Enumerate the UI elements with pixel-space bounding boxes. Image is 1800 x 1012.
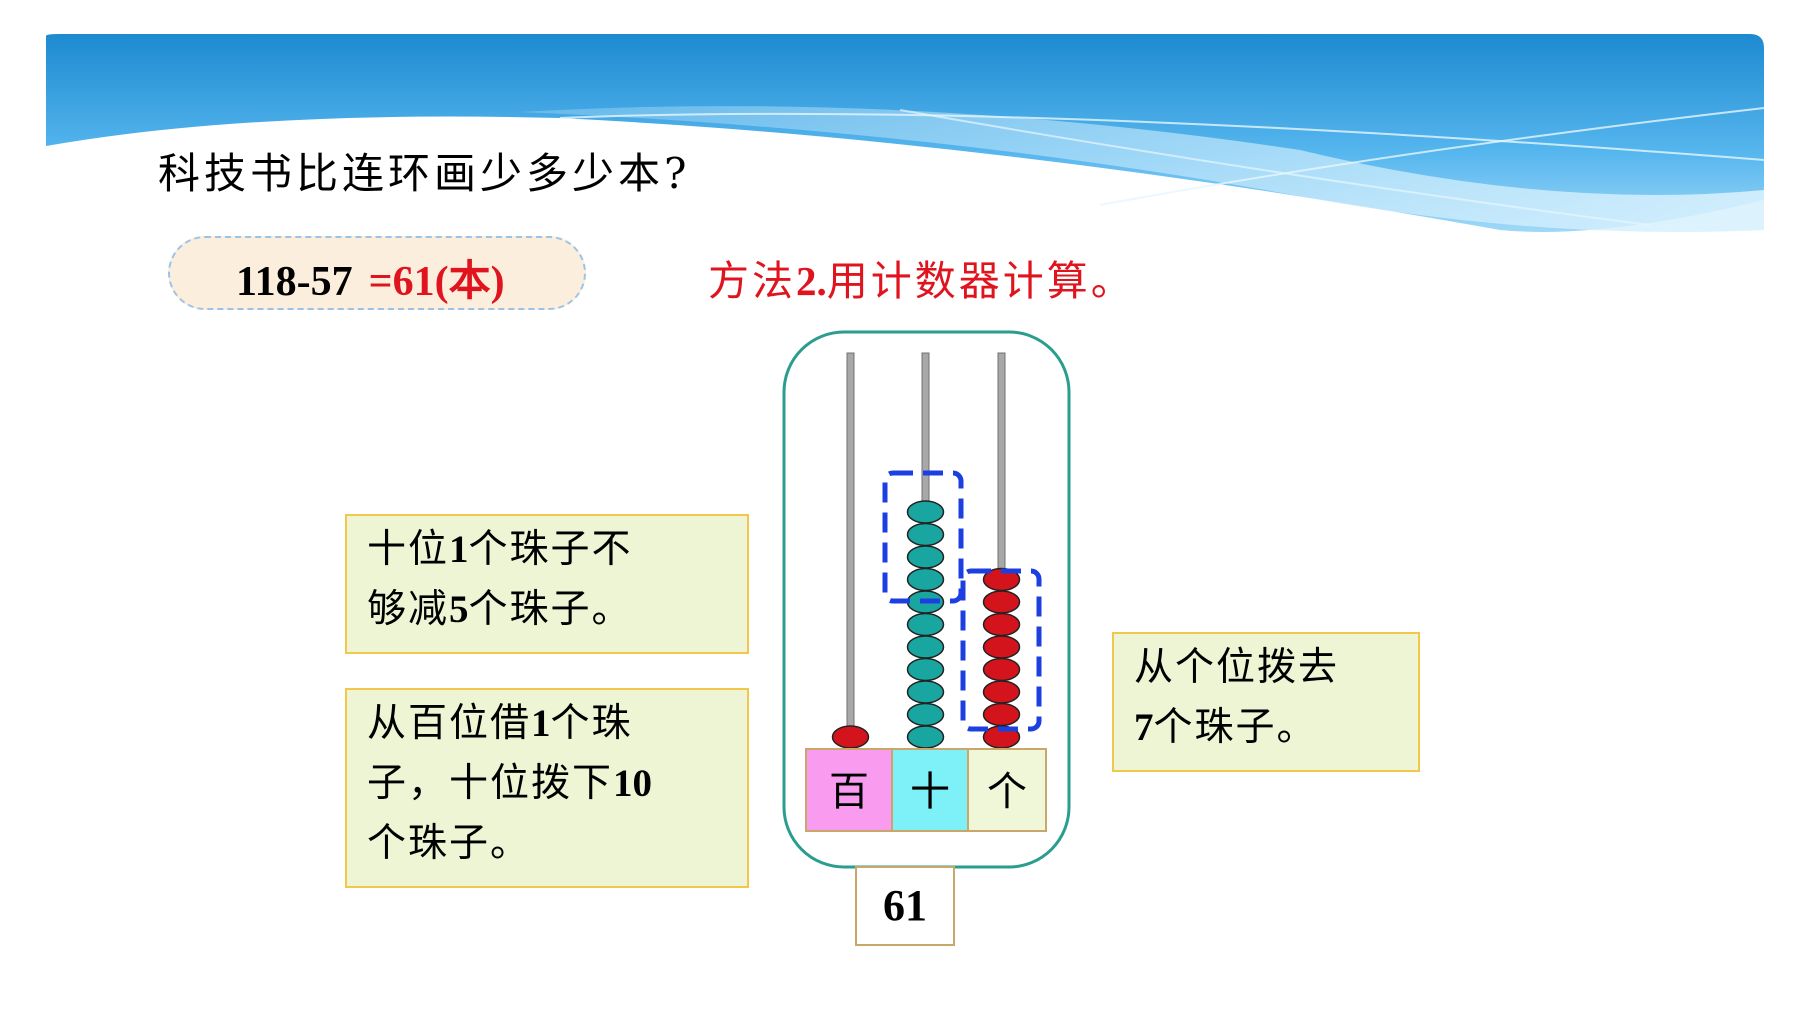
bead-tens <box>906 545 945 569</box>
note-line: 7个珠子。 <box>1134 705 1318 750</box>
label-tens: 十 <box>910 769 950 815</box>
note-line: 够减5个珠子。 <box>367 587 633 632</box>
bead-ones <box>982 635 1021 659</box>
counting-frame: 百 十 个 <box>782 330 1071 869</box>
bead-tens <box>906 725 945 749</box>
equation-pill <box>168 236 586 310</box>
bead-tens <box>906 702 945 727</box>
note-borrow-hundreds: 从百位借1个珠 子，十位拨下10 个珠子。 <box>345 688 749 888</box>
place-value-labels: 百 十 个 <box>805 748 1047 832</box>
method-number: 2. <box>796 258 827 304</box>
method-prefix: 方法 <box>708 257 796 305</box>
note-line: 个珠子。 <box>367 821 532 866</box>
question-text: 科技书比连环画少多少本? <box>158 149 691 198</box>
bead-ones <box>982 680 1021 704</box>
bead-ones <box>982 657 1021 682</box>
bead-tens <box>906 500 945 524</box>
note-line: 从个位拨去 <box>1134 645 1340 690</box>
label-box-hundreds <box>805 748 893 832</box>
label-hundreds: 百 <box>829 769 869 815</box>
label-ones: 个 <box>987 769 1027 815</box>
bead-tens <box>906 522 945 547</box>
tens-borrowed-highlight <box>882 470 964 604</box>
note-line: 从百位借1个珠 <box>367 701 633 746</box>
note-line: 十位1个珠子不 <box>367 527 633 572</box>
note-tens-insufficient: 十位1个珠子不 够减5个珠子。 <box>345 514 749 654</box>
label-box-tens <box>891 748 969 832</box>
note-line: 子，十位拨下10 <box>367 761 653 806</box>
note-remove-ones: 从个位拨去 7个珠子。 <box>1112 632 1420 772</box>
abacus-beads <box>831 500 1021 749</box>
method-title: 方法2.用计数器计算。 <box>708 247 1135 307</box>
bead-ones <box>982 612 1021 637</box>
method-text: 用计数器计算。 <box>826 257 1135 305</box>
bead-tens <box>906 635 945 659</box>
result-box: 61 <box>855 866 955 946</box>
bead-tens <box>906 680 945 704</box>
bead-tens <box>906 612 945 637</box>
rod-hundreds <box>846 352 855 744</box>
label-box-ones <box>967 748 1047 832</box>
bead-tens <box>906 567 945 592</box>
equation-text: 118-57 =61(本) <box>236 247 505 308</box>
equation-answer: =61(本) <box>368 259 505 305</box>
bead-ones <box>982 590 1021 614</box>
equation-expression: 118-57 <box>236 259 353 305</box>
bead-ones <box>982 702 1021 727</box>
header-wave-banner <box>46 34 1765 232</box>
ones-removed-highlight <box>960 568 1042 732</box>
bead-tens <box>906 657 945 682</box>
bead-hundreds <box>831 725 870 749</box>
